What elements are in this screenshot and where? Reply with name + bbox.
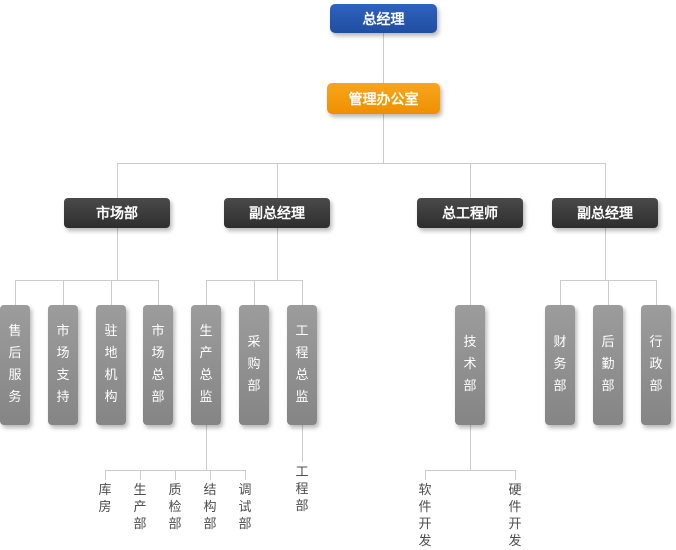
node-deputy-gm-2: 副总经理 [552, 198, 658, 228]
connector-line [105, 470, 106, 480]
connector-line [425, 470, 426, 480]
leaf-warehouse: 库房 [98, 483, 112, 515]
connector-line [560, 280, 561, 305]
node-label: 行政部 [649, 335, 663, 394]
leaf-testing-dept: 调试部 [238, 483, 252, 532]
connector-line [63, 280, 64, 305]
node-marketing-dept: 市场部 [64, 198, 170, 228]
node-resident-agency: 驻地机构 [96, 305, 126, 425]
connector-line [117, 163, 118, 198]
node-label: 工程总监 [295, 324, 309, 405]
connector-line [302, 425, 303, 462]
node-label: 副总经理 [249, 206, 305, 222]
leaf-quality-inspection-dept: 质检部 [168, 483, 182, 532]
node-finance-dept: 财务部 [545, 305, 575, 425]
leaf-hardware-development: 硬件开发 [508, 483, 522, 549]
node-general-manager: 总经理 [330, 4, 437, 33]
node-market-headquarters: 市场总部 [143, 305, 173, 425]
connector-line [383, 114, 384, 163]
connector-line [302, 280, 303, 305]
node-label: 售后服务 [8, 324, 22, 405]
connector-line [656, 280, 657, 305]
node-label: 副总经理 [577, 206, 633, 222]
connector-line [608, 280, 609, 305]
node-label: 驻地机构 [104, 324, 118, 405]
connector-line [140, 470, 141, 480]
connector-line [117, 228, 118, 280]
connector-line [470, 228, 471, 305]
connector-line [277, 163, 278, 198]
node-label: 总经理 [362, 11, 405, 28]
leaf-structure-dept: 结构部 [203, 483, 217, 532]
connector-line [470, 163, 471, 198]
node-label: 生产总监 [199, 324, 213, 405]
connector-line [175, 470, 176, 480]
connector-line [245, 470, 246, 480]
node-deputy-gm-1: 副总经理 [224, 198, 330, 228]
leaf-software-development: 软件开发 [418, 483, 432, 549]
node-chief-engineer: 总工程师 [417, 198, 523, 228]
node-label: 总工程师 [442, 206, 498, 222]
connector-line [383, 33, 384, 83]
connector-line [15, 280, 158, 281]
node-logistics-dept: 后勤部 [593, 305, 623, 425]
node-purchasing-dept: 采购部 [239, 305, 269, 425]
node-market-support: 市场支持 [48, 305, 78, 425]
connector-line [605, 163, 606, 198]
node-administration-dept: 行政部 [641, 305, 671, 425]
node-label: 采购部 [247, 335, 261, 394]
node-management-office: 管理办公室 [327, 83, 440, 114]
node-technology-dept: 技术部 [455, 305, 485, 425]
node-label: 管理办公室 [348, 91, 419, 108]
node-label: 市场总部 [151, 324, 165, 405]
node-label: 市场支持 [56, 324, 70, 405]
connector-line [15, 280, 16, 305]
connector-line [158, 280, 159, 305]
connector-line [206, 280, 207, 305]
node-label: 后勤部 [601, 335, 615, 394]
leaf-production-dept: 生产部 [133, 483, 147, 532]
node-label: 财务部 [553, 335, 567, 394]
connector-line [277, 228, 278, 280]
node-label: 技术部 [463, 335, 477, 394]
node-production-director: 生产总监 [191, 305, 221, 425]
node-engineering-director: 工程总监 [287, 305, 317, 425]
node-label: 市场部 [96, 206, 138, 222]
node-after-sales-service: 售后服务 [0, 305, 30, 425]
connector-line [111, 280, 112, 305]
connector-line [117, 163, 606, 164]
connector-line [425, 470, 515, 471]
connector-line [254, 280, 255, 305]
connector-line [605, 228, 606, 280]
leaf-engineering-dept: 工程部 [295, 465, 309, 514]
connector-line [515, 470, 516, 480]
connector-line [206, 425, 207, 470]
connector-line [210, 470, 211, 480]
connector-line [470, 425, 471, 470]
